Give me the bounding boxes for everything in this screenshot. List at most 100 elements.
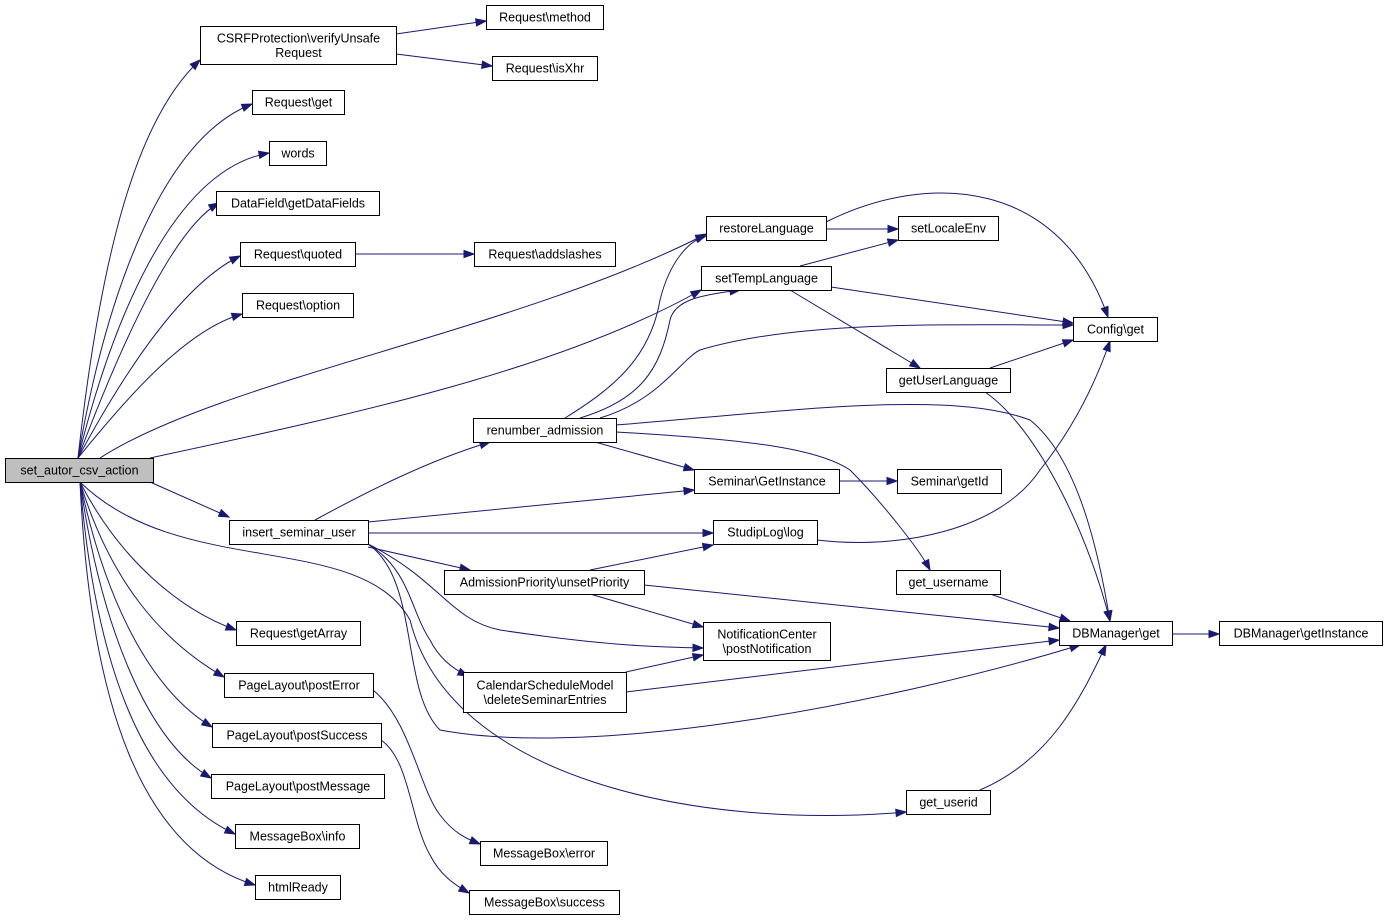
- node-req-method[interactable]: Request\method: [486, 5, 604, 30]
- edge-line: [79, 481, 213, 728]
- edge-seminar_getinstance-to-seminar_getid: [839, 476, 899, 486]
- edge-calendar_model-to-dbmanager_get: [625, 636, 1061, 693]
- edge-insert_seminar_user-to-calendar_model: [367, 543, 470, 677]
- edge-line: [367, 546, 471, 571]
- edge-admission_priority-to-studiplog: [589, 542, 715, 571]
- node-datafield[interactable]: DataField\getDataFields: [216, 191, 380, 216]
- node-pl-error[interactable]: PageLayout\postError: [224, 673, 374, 698]
- node-box: [486, 5, 604, 30]
- node-box: [240, 242, 356, 267]
- edge-root-to-html_ready: [79, 481, 257, 886]
- node-box: [216, 191, 380, 216]
- edge-line: [984, 391, 1111, 622]
- node-req-option[interactable]: Request\option: [242, 293, 354, 318]
- node-box: [463, 672, 627, 713]
- edge-line: [816, 340, 1111, 543]
- node-box: [694, 469, 840, 494]
- edge-line: [149, 289, 702, 459]
- edge-renumber-to-dbmanager_get: [615, 403, 1113, 623]
- node-label: Request\getArray: [250, 627, 348, 641]
- node-get-userid[interactable]: get_userid: [906, 790, 991, 815]
- edge-get_user_lang-to-config_get: [989, 339, 1075, 369]
- edge-insert_seminar_user-to-studiplog: [368, 528, 715, 538]
- node-req-get[interactable]: Request\get: [252, 90, 345, 115]
- node-label: MessageBox\info: [250, 830, 346, 844]
- arrowhead: [1062, 320, 1075, 330]
- node-label: Seminar\GetInstance: [708, 475, 825, 489]
- node-set-locale[interactable]: setLocaleEnv: [898, 216, 999, 241]
- node-config-get[interactable]: Config\get: [1073, 317, 1158, 342]
- node-req-isxhr[interactable]: Request\isXhr: [492, 56, 598, 81]
- node-notification-center[interactable]: NotificationCenter\postNotification: [703, 622, 831, 661]
- node-box: [242, 293, 354, 318]
- node-label: get_userid: [919, 796, 977, 810]
- edge-line: [372, 689, 481, 845]
- arrowhead: [189, 58, 202, 71]
- node-get-user-lang[interactable]: getUserLanguage: [886, 368, 1011, 393]
- node-box: [1073, 317, 1158, 342]
- node-mb-success[interactable]: MessageBox\success: [469, 890, 620, 915]
- edge-root-to-csrf: [77, 58, 202, 459]
- edge-line: [643, 584, 1060, 629]
- node-label: StudipLog\log: [727, 526, 804, 540]
- edge-get_user_lang-to-dbmanager_get: [984, 391, 1112, 623]
- node-pl-message[interactable]: PageLayout\postMessage: [211, 774, 385, 799]
- arrowhead: [199, 768, 213, 779]
- edge-line: [395, 53, 493, 67]
- edge-line: [149, 481, 230, 518]
- arrowhead: [691, 619, 705, 629]
- node-set-temp-lang[interactable]: setTempLanguage: [701, 266, 832, 291]
- edge-restore_lang-to-config_get: [825, 192, 1109, 319]
- node-label: DataField\getDataFields: [231, 197, 365, 211]
- edge-root-to-insert_seminar_user: [149, 481, 231, 518]
- arrowhead: [1048, 636, 1061, 646]
- node-box: [1219, 621, 1383, 646]
- node-box: [469, 890, 620, 915]
- node-studiplog[interactable]: StudipLog\log: [713, 520, 818, 545]
- node-renumber[interactable]: renumber_admission: [473, 418, 617, 443]
- node-restore-lang[interactable]: restoreLanguage: [706, 216, 827, 241]
- arrowhead: [886, 476, 899, 486]
- node-box: [5, 458, 154, 483]
- node-seminar-getid[interactable]: Seminar\getId: [897, 469, 1002, 494]
- arrowhead: [908, 358, 922, 369]
- arrowhead: [481, 60, 494, 69]
- node-calendar-model[interactable]: CalendarScheduleModel\deleteSeminarEntri…: [463, 672, 627, 713]
- node-req-addslashes[interactable]: Request\addslashes: [474, 242, 616, 267]
- node-get-username[interactable]: get_username: [896, 570, 1001, 595]
- arrowhead: [243, 877, 257, 886]
- arrowhead: [1208, 629, 1221, 639]
- node-words[interactable]: words: [269, 141, 327, 166]
- edge-pl_error-to-mb_error: [372, 689, 482, 845]
- node-insert-seminar-user[interactable]: insert_seminar_user: [229, 520, 369, 545]
- node-pl-success[interactable]: PageLayout\postSuccess: [212, 723, 382, 748]
- edge-line: [367, 543, 469, 677]
- node-label: words: [280, 147, 314, 161]
- arrowhead: [691, 653, 705, 662]
- node-label: set_autor_csv_action: [20, 464, 138, 478]
- edge-admission_priority-to-notification_center: [589, 593, 705, 629]
- edge-root-to-pl_success: [79, 481, 214, 728]
- node-admission-priority[interactable]: AdmissionPriority\unsetPriority: [444, 570, 645, 595]
- node-req-getarray[interactable]: Request\getArray: [236, 621, 361, 646]
- edge-set_temp_lang-to-config_get: [830, 286, 1075, 326]
- node-seminar-getinstance[interactable]: Seminar\GetInstance: [694, 469, 840, 494]
- node-mb-info[interactable]: MessageBox\info: [235, 824, 360, 849]
- edges-layer: [77, 18, 1221, 894]
- node-root[interactable]: set_autor_csv_action: [5, 458, 154, 483]
- node-dbmanager-getinstance[interactable]: DBManager\getInstance: [1219, 621, 1383, 646]
- node-label: PageLayout\postError: [238, 679, 360, 693]
- node-req-quoted[interactable]: Request\quoted: [240, 242, 356, 267]
- node-box: [701, 266, 832, 291]
- edge-line: [79, 481, 236, 835]
- node-html-ready[interactable]: htmlReady: [255, 875, 341, 900]
- edge-line: [77, 152, 270, 459]
- node-mb-error[interactable]: MessageBox\error: [480, 841, 608, 866]
- node-dbmanager-get[interactable]: DBManager\get: [1059, 621, 1173, 646]
- node-label: Request: [275, 46, 322, 60]
- node-box: [255, 875, 341, 900]
- node-box: [492, 56, 598, 81]
- edge-root-to-req_get: [77, 103, 254, 459]
